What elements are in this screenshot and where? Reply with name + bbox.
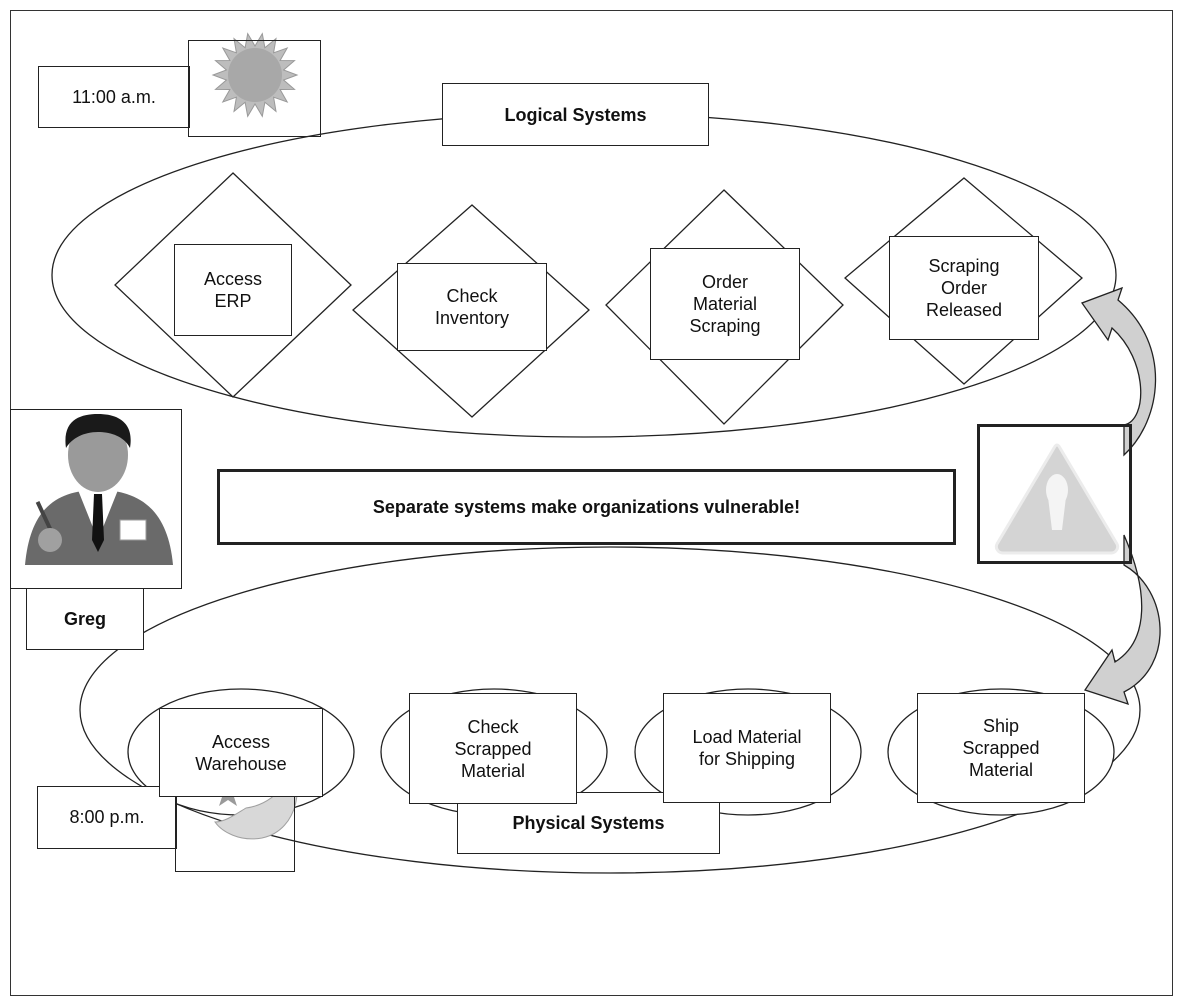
physical-step-1: Access Warehouse — [159, 708, 323, 797]
evening-time-box: 8:00 p.m. — [37, 786, 177, 849]
person-name: Greg — [63, 609, 106, 629]
physical-step-4-text: Ship Scrapped Material — [962, 716, 1040, 780]
logical-systems-title-text: Logical Systems — [504, 104, 647, 125]
physical-systems-ellipse — [79, 546, 1141, 874]
physical-step-3: Load Material for Shipping — [663, 693, 831, 803]
businessman-icon — [25, 414, 173, 565]
logical-step-4: Scraping Order Released — [889, 236, 1039, 340]
logical-step-2: Check Inventory — [397, 263, 547, 351]
logical-step-4-text: Scraping Order Released — [925, 256, 1003, 320]
sun-icon — [211, 32, 299, 118]
person-name-box: Greg — [26, 588, 144, 650]
curved-arrow-up — [1080, 286, 1157, 457]
physical-step-2-text: Check Scrapped Material — [454, 716, 532, 781]
physical-step-1-text: Access Warehouse — [195, 731, 287, 774]
physical-systems-title-text: Physical Systems — [512, 813, 665, 833]
sun-picture-frame — [188, 40, 321, 137]
evening-time-label: 8:00 p.m. — [69, 807, 145, 827]
physical-step-2: Check Scrapped Material — [409, 693, 577, 804]
logical-step-3-text: Order Material Scraping — [689, 272, 761, 336]
logical-step-1-text: Access ERP — [203, 269, 263, 311]
logical-systems-title: Logical Systems — [442, 83, 709, 146]
physical-step-3-text: Load Material for Shipping — [692, 727, 802, 769]
logical-step-3: Order Material Scraping — [650, 248, 800, 360]
morning-time-box: 11:00 a.m. — [38, 66, 190, 128]
logical-step-2-text: Check Inventory — [434, 286, 510, 328]
warning-picture-frame — [977, 424, 1132, 564]
morning-time-label: 11:00 a.m. — [72, 86, 156, 107]
curved-arrow-down — [1083, 534, 1161, 706]
person-picture-frame — [10, 409, 182, 589]
warning-icon — [994, 443, 1120, 555]
physical-step-4: Ship Scrapped Material — [917, 693, 1085, 803]
warning-message-box: Separate systems make organizations vuln… — [217, 469, 956, 545]
logical-step-1: Access ERP — [174, 244, 292, 336]
warning-message: Separate systems make organizations vuln… — [372, 497, 801, 517]
